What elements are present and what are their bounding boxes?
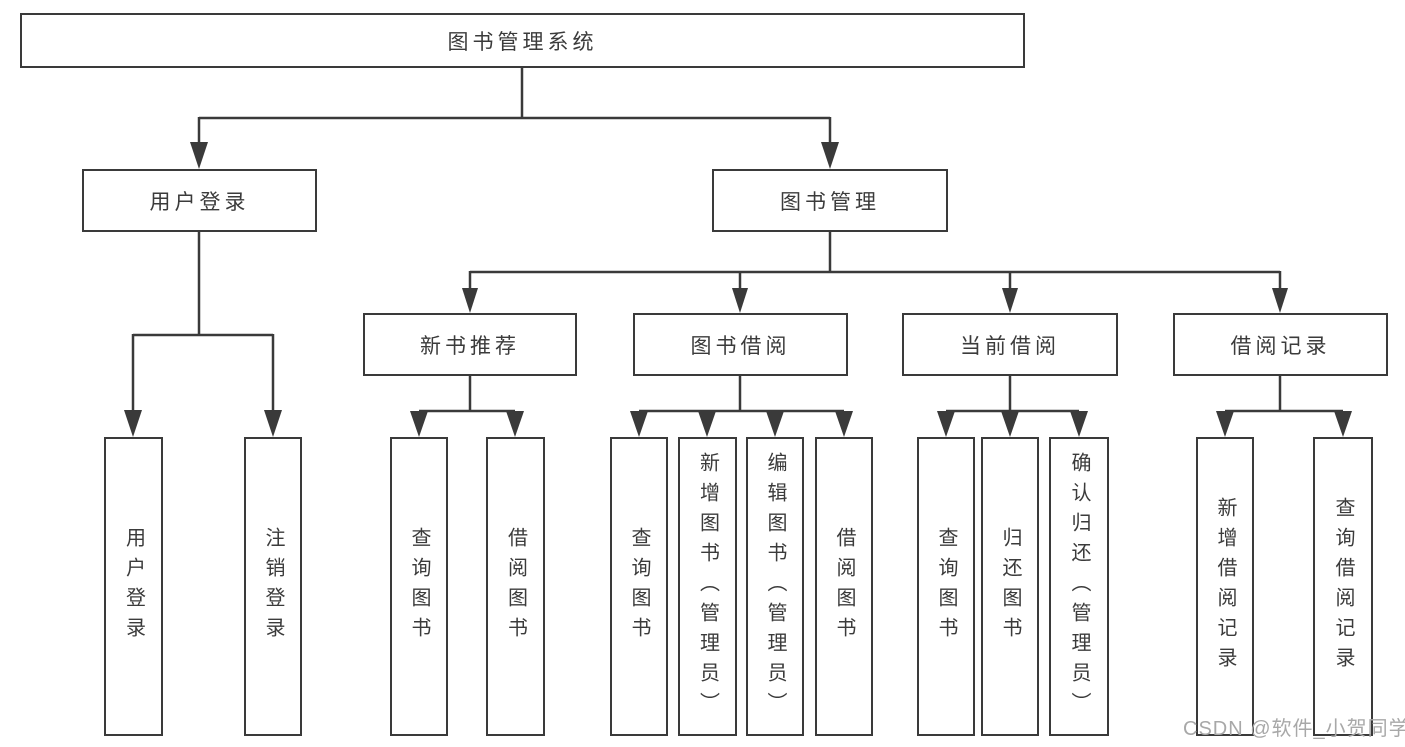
node-borrowing-records-label: 借阅记录 [1230, 334, 1331, 358]
node-borrowing-records: 借阅记录 [1173, 313, 1388, 376]
node-book-management: 图书管理 [712, 169, 948, 232]
leaf-query-books-borrowing: 查询图书 [610, 437, 668, 736]
node-book-management-label: 图书管理 [780, 190, 880, 214]
leaf-logout: 注销登录 [244, 437, 302, 736]
leaf-add-borrow-record: 新增借阅记录 [1196, 437, 1254, 736]
leaf-query-books-current-label: 查询图书 [935, 526, 957, 647]
node-current-borrowing: 当前借阅 [902, 313, 1118, 376]
node-book-borrowing: 图书借阅 [633, 313, 848, 376]
leaf-add-book-admin-label: 新增图书（管理员） [696, 451, 719, 722]
leaf-return-book: 归还图书 [981, 437, 1039, 736]
leaf-query-books-recommend-label: 查询图书 [408, 526, 430, 647]
leaf-return-book-label: 归还图书 [999, 526, 1021, 647]
node-system-root: 图书管理系统 [20, 13, 1025, 68]
node-user-login: 用户登录 [82, 169, 317, 232]
node-new-book-recommend-label: 新书推荐 [420, 334, 520, 358]
leaf-add-book-admin: 新增图书（管理员） [678, 437, 737, 736]
leaf-confirm-return-admin-label: 确认归还（管理员） [1068, 451, 1090, 722]
leaf-confirm-return-admin: 确认归还（管理员） [1049, 437, 1109, 736]
leaf-add-borrow-record-label: 新增借阅记录 [1214, 496, 1236, 677]
node-new-book-recommend: 新书推荐 [363, 313, 577, 376]
leaf-edit-book-admin-label: 编辑图书（管理员） [764, 451, 786, 722]
leaf-borrow-books-borrowing: 借阅图书 [815, 437, 873, 736]
leaf-edit-book-admin: 编辑图书（管理员） [746, 437, 804, 736]
node-book-borrowing-label: 图书借阅 [690, 334, 791, 358]
leaf-user-login-label: 用户登录 [122, 526, 145, 647]
leaf-query-books-recommend: 查询图书 [390, 437, 448, 736]
leaf-logout-label: 注销登录 [262, 526, 284, 647]
leaf-borrow-books-recommend: 借阅图书 [486, 437, 545, 736]
leaf-query-borrow-record: 查询借阅记录 [1313, 437, 1373, 736]
node-current-borrowing-label: 当前借阅 [960, 334, 1060, 358]
leaf-user-login: 用户登录 [104, 437, 163, 736]
leaf-query-books-current: 查询图书 [917, 437, 975, 736]
leaf-borrow-books-recommend-label: 借阅图书 [504, 526, 527, 647]
node-user-login-label: 用户登录 [149, 190, 250, 214]
leaf-query-books-borrowing-label: 查询图书 [628, 526, 650, 647]
node-system-root-label: 图书管理系统 [447, 30, 598, 54]
watermark-text: CSDN @软件_小贺同学 [1183, 718, 1405, 740]
leaf-query-borrow-record-label: 查询借阅记录 [1332, 496, 1354, 677]
leaf-borrow-books-borrowing-label: 借阅图书 [833, 526, 855, 647]
